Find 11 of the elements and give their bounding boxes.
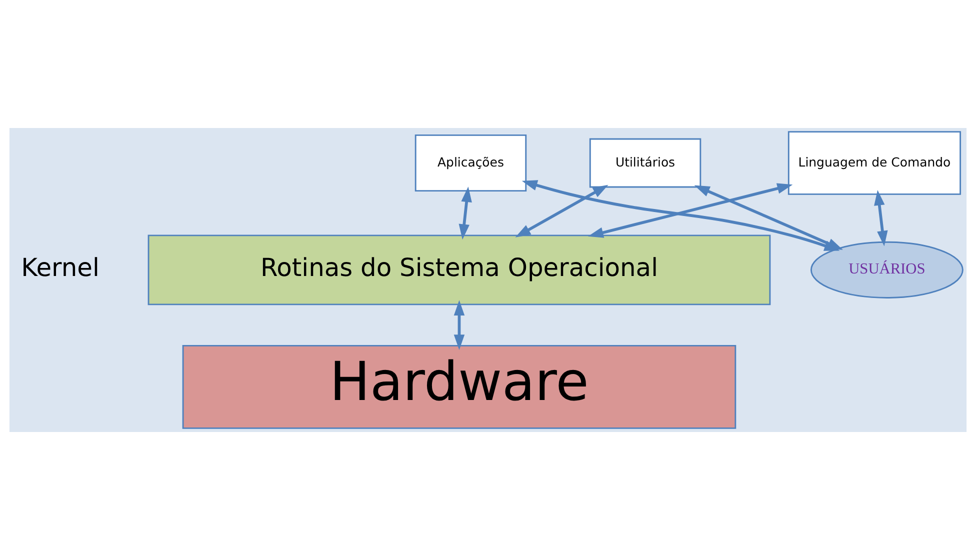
arrow: [588, 182, 793, 238]
arrow: [515, 184, 608, 237]
node-box: Utilitários: [589, 138, 702, 188]
arrow: [454, 300, 465, 350]
arrow: [458, 186, 472, 240]
node-label: Kernel: [21, 252, 100, 282]
node-box: Linguagem de Comando: [788, 130, 962, 194]
node-box: Aplicações: [414, 134, 527, 192]
node-box: Rotinas do Sistema Operacional: [148, 234, 771, 305]
node-box: Hardware: [182, 344, 736, 428]
arrow: [874, 190, 888, 246]
